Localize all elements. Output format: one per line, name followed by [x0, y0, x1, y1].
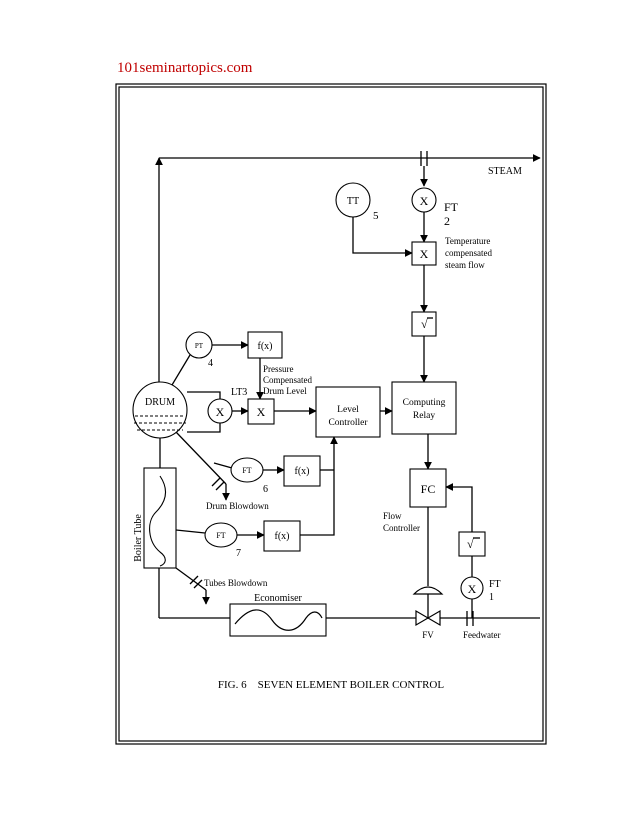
ft1-number: 1	[489, 592, 494, 603]
ft6-fx-label: f(x)	[295, 466, 310, 477]
ft7-number: 7	[236, 548, 241, 559]
pt4-label: PT	[195, 342, 204, 350]
multiplier-label: X	[420, 247, 429, 261]
ft6-number: 6	[263, 484, 268, 495]
tt5-number: 5	[373, 210, 379, 222]
sqrt-steam-label: √	[421, 317, 428, 331]
economiser	[229, 603, 327, 637]
pressure-comp-line3: Drum Level	[263, 386, 307, 396]
pt4-number: 4	[208, 358, 213, 369]
pressure-comp-line1: Pressure	[263, 364, 294, 374]
ft2-label: FT	[444, 200, 459, 214]
outer-frame	[115, 83, 547, 745]
sqrt-feedwater-label: √	[467, 537, 474, 551]
tt5-label: TT	[347, 196, 359, 207]
ft7-fx-label: f(x)	[275, 531, 290, 542]
economiser-label: Economiser	[254, 593, 302, 604]
level-controller	[315, 386, 381, 438]
fc-label: FC	[421, 482, 436, 496]
valve-actuator	[412, 586, 444, 595]
boiler-tube-label: Boiler Tube	[133, 514, 144, 562]
ft2-number: 2	[444, 214, 450, 228]
boiler-tube	[143, 467, 177, 569]
drum-blowdown-label: Drum Blowdown	[206, 501, 269, 511]
drum-blowdown-line	[175, 431, 227, 485]
flow-controller-line1: Flow	[383, 511, 402, 521]
lt3-x-label: X	[216, 405, 225, 419]
pt4-function-box	[247, 331, 283, 359]
ft1-x-label: X	[468, 582, 477, 596]
drum-tap-top	[187, 391, 221, 399]
lt3-label: LT3	[231, 387, 247, 398]
boiler-tube-flow	[149, 475, 167, 567]
ft6-label: FT	[242, 466, 251, 475]
temp-comp-line2: compensated	[445, 248, 492, 258]
flow-controller-line2: Controller	[383, 523, 420, 533]
temp-comp-line1: Temperature	[445, 236, 490, 246]
feedwater-label: Feedwater	[463, 630, 500, 640]
computing-relay-line1: Computing	[403, 398, 446, 408]
pt4-fx-label: f(x)	[258, 341, 273, 352]
drum-tap-bottom	[187, 423, 221, 433]
level-compensation-box	[247, 398, 275, 425]
drum-blowdown-tick2	[215, 481, 225, 491]
drum-blowdown-tick1	[211, 477, 221, 487]
ft7-fx-to-level	[300, 436, 338, 536]
economiser-coil	[234, 609, 323, 631]
tubes-blowdown-line	[175, 567, 207, 591]
tubes-blowdown-label: Tubes Blowdown	[204, 578, 268, 588]
figure-caption: FIG. 6 SEVEN ELEMENT BOILER CONTROL	[218, 679, 444, 691]
drum-to-pt4	[171, 354, 191, 386]
drum-blowdown-to-ft6	[213, 462, 233, 469]
temp-comp-line3: steam flow	[445, 260, 485, 270]
inner-frame	[118, 86, 544, 742]
level-compensation-label: X	[257, 405, 266, 419]
tubes-blowdown-tick2	[193, 579, 203, 589]
site-title: 101seminartopics.com	[117, 60, 253, 76]
level-controller-line2: Controller	[328, 418, 368, 428]
ft6-function-box	[283, 455, 321, 487]
ft2-x-label: X	[420, 194, 429, 208]
ft7-function-box	[263, 520, 301, 552]
fv-label: FV	[422, 630, 434, 640]
valve-body	[415, 609, 441, 627]
pressure-comp-line2: Compensated	[263, 375, 312, 385]
sqrt-box-feedwater	[458, 531, 486, 557]
computing-relay-line2: Relay	[413, 411, 435, 421]
tubes-blowdown-tick1	[189, 575, 199, 585]
computing-relay	[391, 381, 457, 435]
ft1-label: FT	[489, 579, 501, 590]
level-controller-line1: Level	[337, 405, 359, 415]
boiler-to-ft7	[175, 529, 206, 534]
tt5-to-multiplier	[352, 217, 413, 257]
drum-label: DRUM	[145, 397, 175, 408]
sqrt-to-fc	[445, 483, 473, 532]
ft7-label: FT	[216, 531, 225, 540]
steam-label: STEAM	[488, 166, 522, 177]
